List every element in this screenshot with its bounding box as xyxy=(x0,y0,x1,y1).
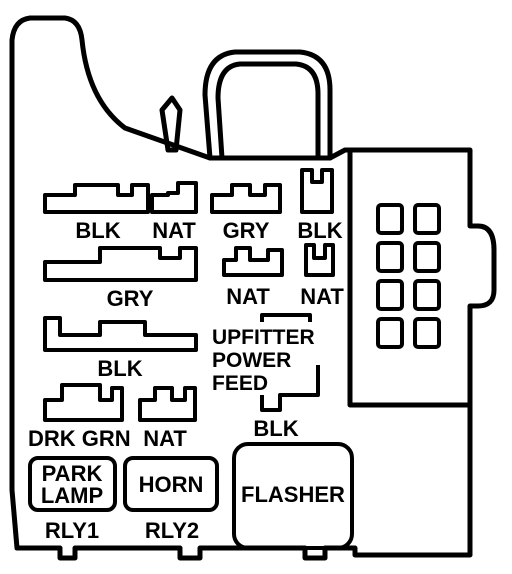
connector-pin xyxy=(376,317,404,349)
label-horn: HORN xyxy=(139,472,204,497)
connector-pin xyxy=(413,317,441,349)
center-stem xyxy=(159,95,183,153)
label-flasher: FLASHER xyxy=(241,482,345,507)
label-upfitter-line2: POWER xyxy=(212,349,291,372)
fuse-slot-nat-mid xyxy=(222,246,284,277)
connector-pin xyxy=(376,203,404,235)
housing-outline xyxy=(9,15,497,561)
connector-pin xyxy=(413,203,441,235)
label-park-line2: LAMP xyxy=(41,483,103,508)
connector-pin xyxy=(413,279,441,311)
horn-relay xyxy=(123,456,219,512)
connector-pin xyxy=(376,279,404,311)
fuse-slot-nat-mid-right xyxy=(304,243,335,277)
right-block xyxy=(347,147,473,408)
label-nat-bottom: NAT xyxy=(143,426,187,451)
top-handle xyxy=(202,49,333,161)
label-blk-bottom: BLK xyxy=(253,416,298,441)
top-handle-inner xyxy=(215,61,321,161)
flasher-relay xyxy=(232,442,354,550)
connector-pin xyxy=(413,241,441,273)
connector-grid xyxy=(376,203,441,349)
fuse-slot-drk-grn xyxy=(43,383,124,422)
label-nat-mid-right: NAT xyxy=(300,284,344,309)
label-rly1: RLY1 xyxy=(45,518,99,543)
fuse-slot-blk-top xyxy=(43,183,150,214)
label-park-line1: PARK xyxy=(42,461,103,486)
fuse-slot-gry-top xyxy=(210,183,282,214)
fuse-slot-blk-top-right xyxy=(300,168,334,214)
connector-pin xyxy=(376,241,404,273)
label-blk-mid: BLK xyxy=(97,356,142,381)
label-blk-top: BLK xyxy=(75,218,120,243)
label-nat-top: NAT xyxy=(152,218,196,243)
label-drk-grn: DRK GRN xyxy=(28,426,131,451)
label-rly2: RLY2 xyxy=(145,518,199,543)
fuse-slot-gry-mid xyxy=(43,246,198,282)
fuse-slot-upfitter xyxy=(260,313,320,412)
fuse-slot-blk-mid xyxy=(43,316,198,352)
fuse-slot-nat-top xyxy=(150,181,198,214)
label-upfitter-line1: UPFITTER xyxy=(212,326,315,349)
label-gry-mid: GRY xyxy=(107,286,154,311)
label-blk-top-right: BLK xyxy=(297,218,342,243)
label-nat-mid: NAT xyxy=(226,284,270,309)
park-lamp-relay xyxy=(28,456,117,512)
label-upfitter-line3: FEED xyxy=(212,372,268,395)
fuse-slot-nat-bottom xyxy=(138,386,197,422)
label-gry-top: GRY xyxy=(223,218,270,243)
